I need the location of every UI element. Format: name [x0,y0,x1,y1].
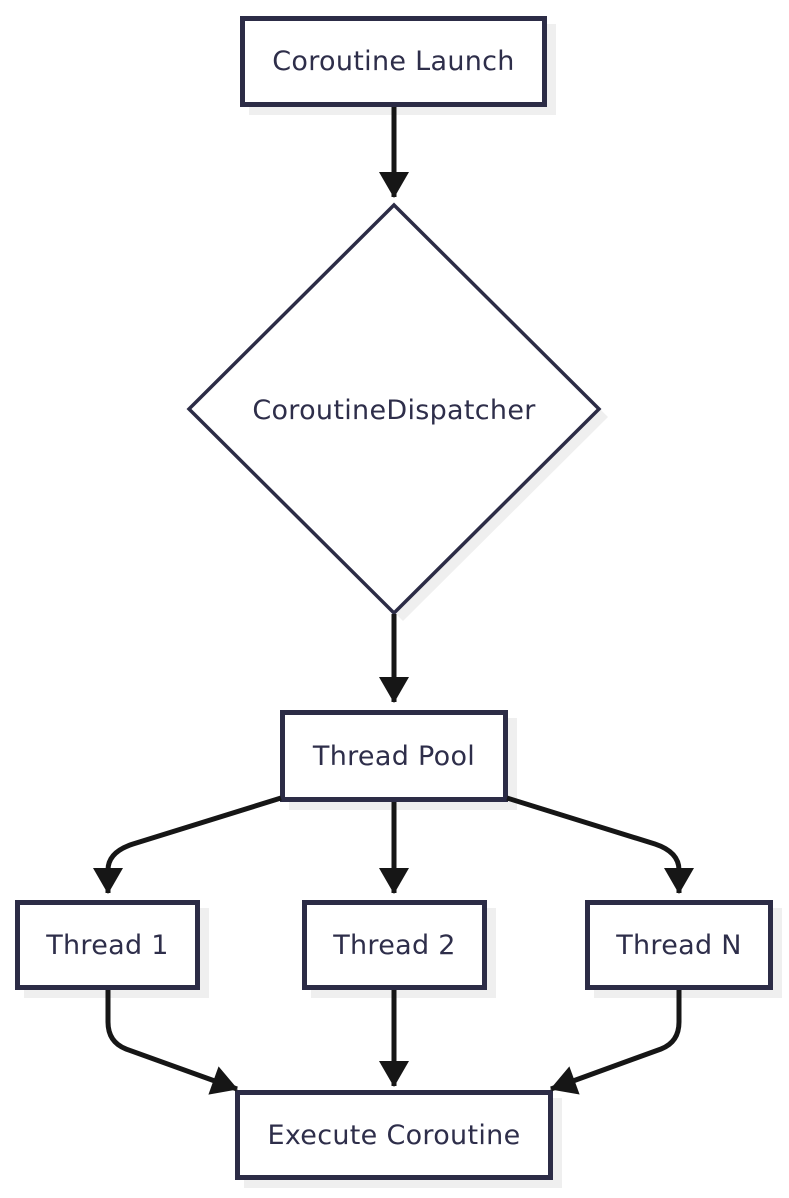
edge-thread1-to-execute [105,990,238,1095]
node-label: Thread 2 [333,929,456,961]
node-label: Thread N [616,929,742,961]
edge-pool-to-threadN [506,795,694,894]
node-label: Thread 1 [46,929,169,961]
node-thread-pool: Thread Pool [280,710,508,802]
node-label: Coroutine Launch [272,46,515,77]
edge-threadN-to-execute [550,990,682,1095]
node-thread-2: Thread 2 [302,900,487,990]
node-label: CoroutineDispatcher [252,394,536,426]
node-thread-n: Thread N [585,900,773,990]
node-thread-1: Thread 1 [15,900,200,990]
node-label: Thread Pool [312,740,476,772]
node-execute-coroutine: Execute Coroutine [235,1090,553,1180]
edge-pool-to-thread1 [93,795,282,894]
node-coroutine-dispatcher-label: CoroutineDispatcher [214,390,574,430]
node-coroutine-launch: Coroutine Launch [240,16,547,107]
node-label: Execute Coroutine [267,1119,521,1151]
